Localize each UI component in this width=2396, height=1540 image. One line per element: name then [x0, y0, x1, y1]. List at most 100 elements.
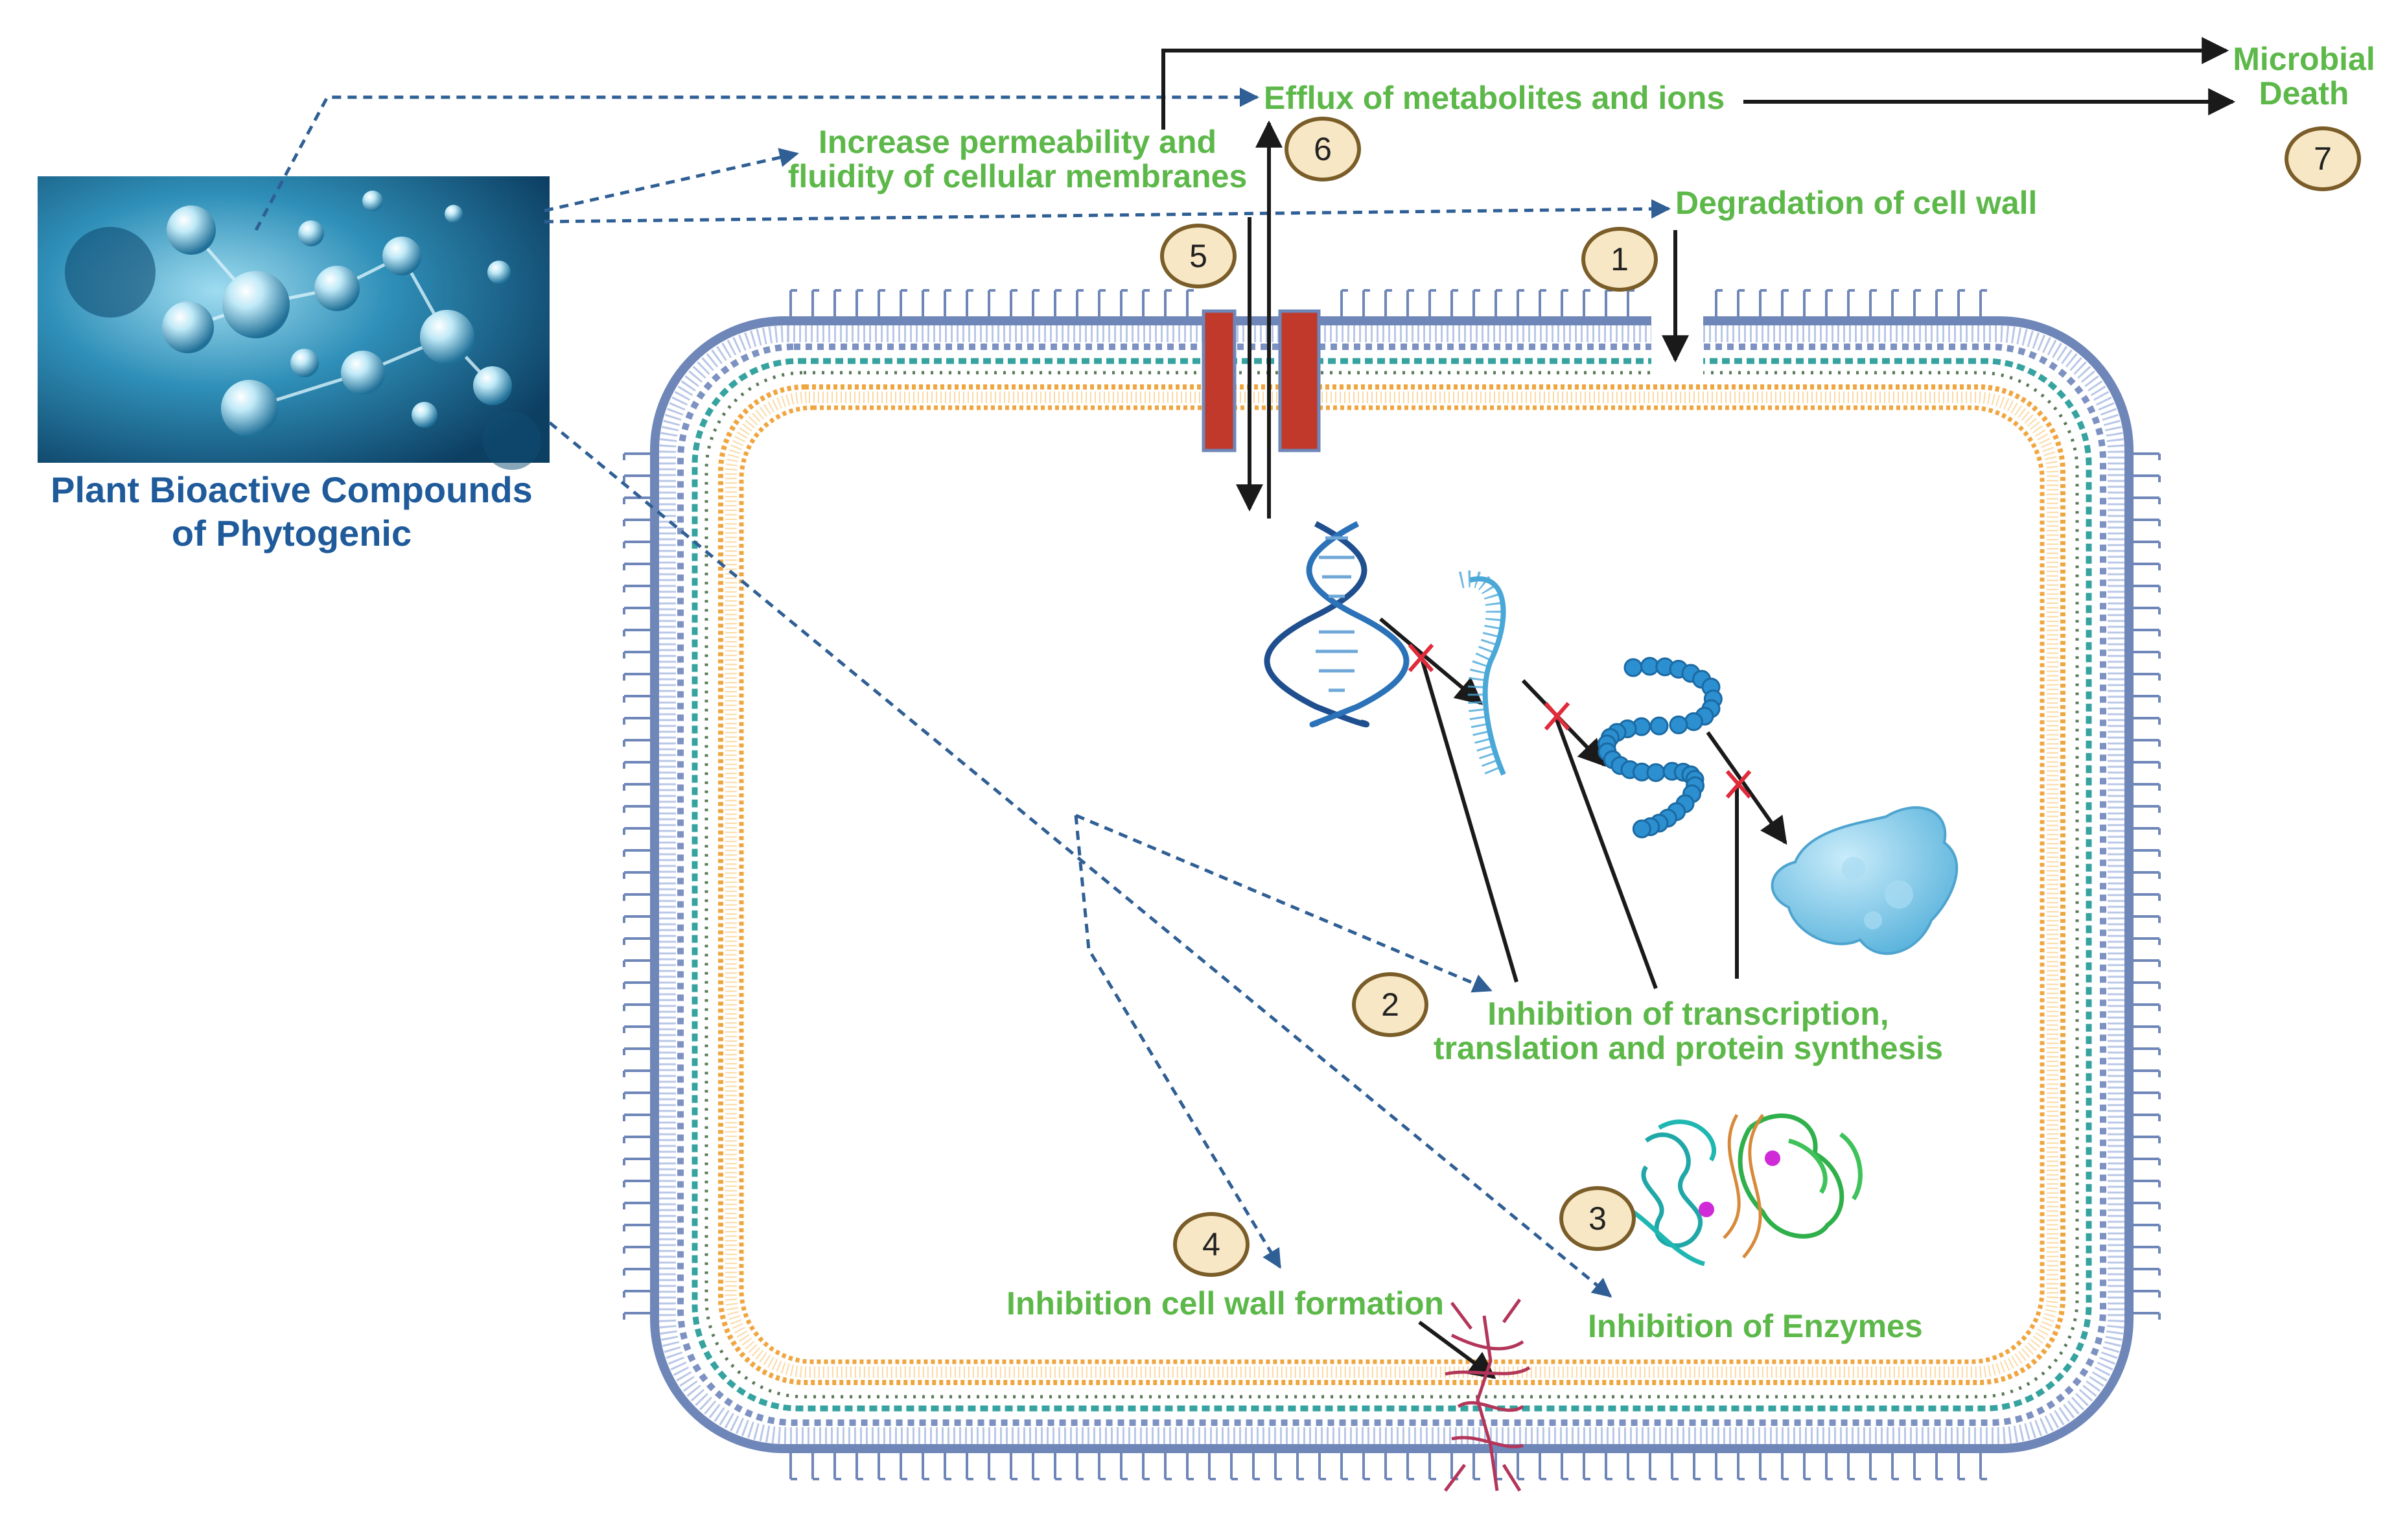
lps-antenna	[811, 1453, 819, 1480]
amino-acid-bead	[1632, 819, 1651, 839]
pointer-x2	[1553, 715, 1658, 990]
label-microbial-death-line1: Microbial	[2233, 41, 2375, 77]
lps-antenna	[1561, 289, 1568, 316]
lps-antenna	[2134, 981, 2161, 989]
dashed-action-arrows	[254, 88, 1671, 1298]
lps-antenna	[789, 289, 797, 316]
lps-antenna	[2134, 739, 2161, 747]
lps-antenna	[1054, 289, 1062, 316]
lps-antenna	[2134, 1246, 2161, 1254]
source-title: Plant Bioactive Compounds of Phytogenic	[32, 468, 551, 555]
lps-antenna	[2134, 1025, 2161, 1033]
lps-antenna	[1847, 289, 1855, 316]
amino-acid-bead	[1646, 763, 1666, 782]
lps-antenna	[623, 1268, 650, 1276]
lps-antenna	[623, 607, 650, 614]
lps-antenna	[1120, 1453, 1128, 1480]
lps-antenna	[623, 474, 650, 482]
label-cell-wall-formation: Inhibition cell wall formation	[1006, 1285, 1445, 1322]
lps-antenna	[1032, 1453, 1040, 1480]
lps-antenna	[922, 1453, 929, 1480]
solid-arrows	[1161, 37, 2236, 1379]
lps-antenna	[1715, 1453, 1723, 1480]
inner-membrane	[718, 384, 2065, 1385]
lps-antenna	[2134, 761, 2161, 769]
arrow-to-efflux	[254, 88, 1259, 231]
lps-antenna	[988, 1453, 995, 1480]
badge-7: 7	[2285, 126, 2361, 191]
lps-antenna	[2134, 651, 2161, 659]
lps-antenna	[623, 739, 650, 747]
label-transcription-line1: Inhibition of transcription,	[1487, 996, 1889, 1032]
lps-antenna	[1869, 1453, 1877, 1480]
label-enzymes: Inhibition of Enzymes	[1588, 1308, 1923, 1344]
lps-left	[623, 452, 650, 1320]
lps-antenna	[1891, 289, 1899, 316]
label-transcription: Inhibition of transcription, translation…	[1419, 997, 1957, 1065]
arrow-to-cell-wall-formation	[1074, 815, 1282, 1269]
lps-antenna	[623, 827, 650, 835]
lps-antenna	[1120, 289, 1128, 316]
lps-antenna	[944, 1453, 951, 1480]
lps-antenna	[878, 289, 885, 316]
lps-antenna	[1913, 1453, 1921, 1480]
lps-antenna	[1605, 289, 1612, 316]
lps-antenna	[944, 289, 951, 316]
lps-antenna	[2134, 893, 2161, 901]
lps-antenna	[1803, 289, 1811, 316]
folded-protein-icon	[1771, 806, 1959, 955]
lps-antenna	[1759, 289, 1767, 316]
lps-antenna	[623, 915, 650, 923]
lps-antenna	[1032, 289, 1040, 316]
lps-antenna	[2134, 585, 2161, 592]
lps-antenna	[1671, 1453, 1679, 1480]
arrow-permeability-to-death	[1161, 37, 2229, 130]
lps-antenna	[2134, 1003, 2161, 1011]
lps-antenna	[966, 1453, 973, 1480]
lps-antenna	[2134, 1224, 2161, 1231]
inhibit-x-translation	[1544, 702, 1570, 730]
lps-antenna	[1759, 1453, 1767, 1480]
lps-antenna	[623, 651, 650, 659]
label-efflux: Efflux of metabolites and ions	[1264, 80, 1725, 116]
amino-acid-bead	[1623, 658, 1643, 677]
lps-antenna	[623, 1158, 650, 1165]
arrow-chain-to-protein	[1706, 731, 1787, 845]
lps-antenna	[900, 289, 907, 316]
lps-antenna	[1539, 289, 1546, 316]
lps-antenna	[1340, 1453, 1348, 1480]
badge-3: 3	[1559, 1186, 1636, 1251]
lps-antenna	[1076, 289, 1084, 316]
lps-antenna	[1583, 289, 1590, 316]
outer-membrane-inner-leaflet	[677, 344, 2106, 1426]
inner-membrane-inner-leaflet	[739, 405, 2045, 1364]
amino-acid-bead	[1649, 716, 1669, 736]
lps-antenna	[1274, 1453, 1282, 1480]
lps-antenna	[2134, 915, 2161, 923]
lps-antenna	[2134, 1047, 2161, 1055]
lps-antenna	[1561, 1453, 1568, 1480]
lps-antenna	[623, 585, 650, 592]
label-permeability-line1: Increase permeability and	[818, 124, 1217, 160]
source-title-line2: of Phytogenic	[171, 513, 412, 554]
lps-antenna	[2134, 1180, 2161, 1187]
lps-antenna	[623, 519, 650, 526]
lps-antenna	[623, 1091, 650, 1099]
lps-antenna	[1142, 289, 1150, 316]
molecule-image	[38, 176, 550, 470]
label-cell-wall-degradation: Degradation of cell wall	[1675, 185, 2038, 221]
lps-antenna	[2134, 783, 2161, 791]
label-transcription-line2: translation and protein synthesis	[1433, 1029, 1944, 1066]
arrow-to-permeability	[544, 148, 799, 213]
lps-antenna	[1737, 289, 1745, 316]
lps-antenna	[1957, 289, 1965, 316]
lps-antenna	[2134, 1069, 2161, 1077]
lps-antenna	[833, 1453, 841, 1480]
amino-acid-bead	[1669, 715, 1688, 734]
lps-antenna	[623, 629, 650, 636]
lps-antenna	[623, 1114, 650, 1121]
lps-antenna	[1693, 1453, 1701, 1480]
lps-antenna	[623, 761, 650, 769]
